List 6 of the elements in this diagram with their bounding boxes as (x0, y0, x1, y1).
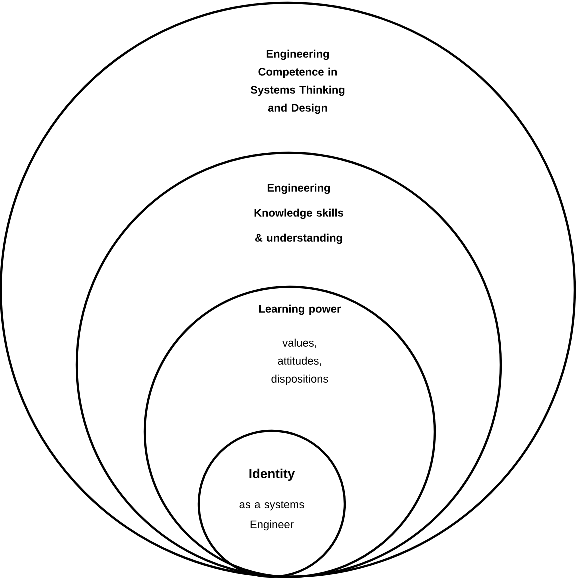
circle-label: as a systems Engineer (240, 501, 304, 531)
circle-label: Engineering Knowledge skills & understanding (254, 184, 344, 244)
circle-label: Identity (250, 468, 296, 482)
circle-label: Engineering Competence in Systems Thinking and Design (250, 50, 345, 114)
circle-label: values, attitudes, dispositions (272, 338, 328, 386)
circle-label: Learning power (259, 304, 342, 316)
